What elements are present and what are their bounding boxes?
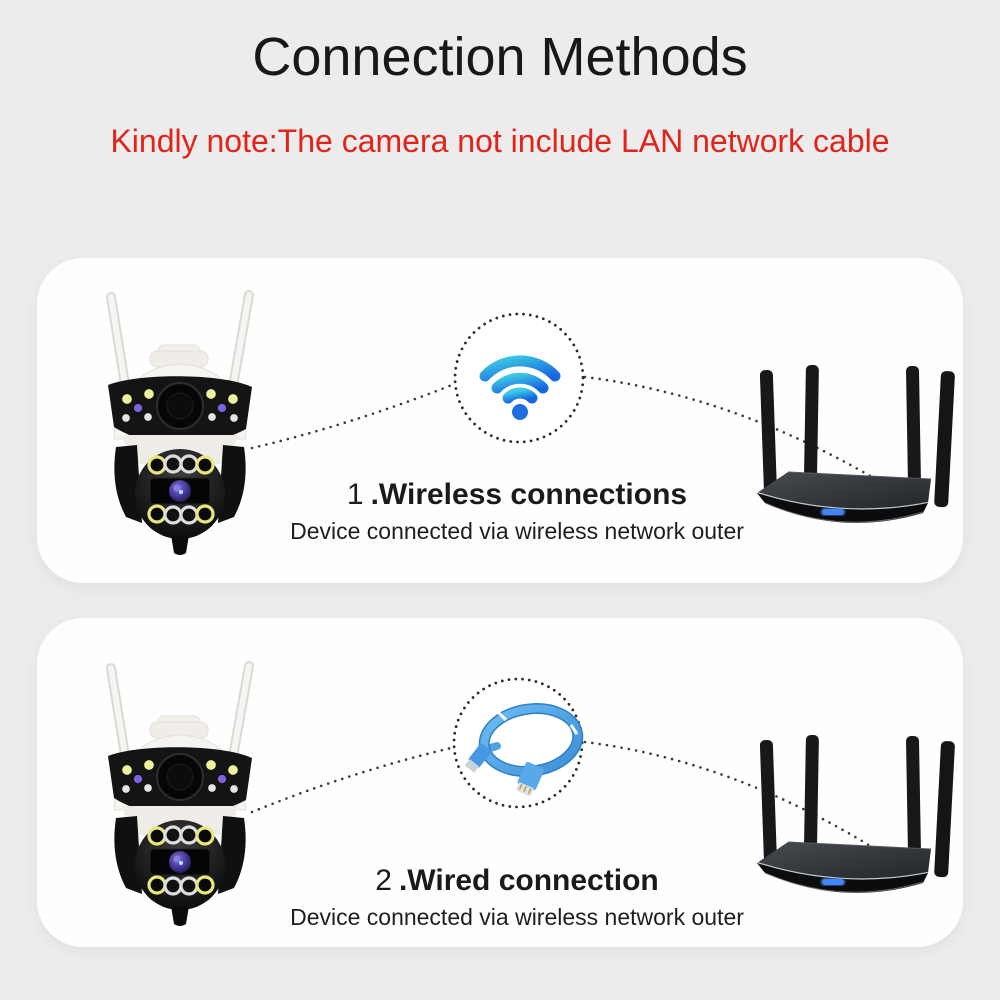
rj45-connector-bottom: [516, 761, 545, 797]
section-title: .Wireless connections: [370, 478, 688, 511]
dashed-link-camera-to-wifi: [250, 383, 454, 450]
wireless-subtitle: Device connected via wireless network ou…: [290, 518, 744, 544]
dashed-link-wifi-to-router: [583, 375, 874, 479]
wifi-icon: [479, 355, 561, 420]
section-number: 2: [375, 864, 392, 897]
wireless-connection-panel: 1.Wireless connections Device connected …: [37, 258, 963, 583]
wireless-caption: 1.Wireless connections Device connected …: [97, 477, 937, 545]
dashed-link-cable-to-router: [583, 740, 874, 849]
wired-title: 2.Wired connection: [97, 863, 937, 899]
dashed-link-camera-to-cable: [250, 745, 457, 814]
section-number: 1: [346, 478, 364, 511]
wired-caption: 2.Wired connection Device connected via …: [97, 863, 937, 931]
wired-subtitle: Device connected via wireless network ou…: [290, 904, 744, 930]
section-title: .Wired connection: [398, 864, 659, 897]
rj45-connector-left: [465, 743, 492, 773]
page-title: Connection Methods: [252, 27, 748, 87]
wired-connection-panel: 2.Wired connection Device connected via …: [37, 618, 963, 947]
lan-cable-icon: [465, 703, 584, 797]
notice-text: Kindly note:The camera not include LAN n…: [110, 123, 890, 159]
wireless-title: 1.Wireless connections: [97, 477, 937, 513]
